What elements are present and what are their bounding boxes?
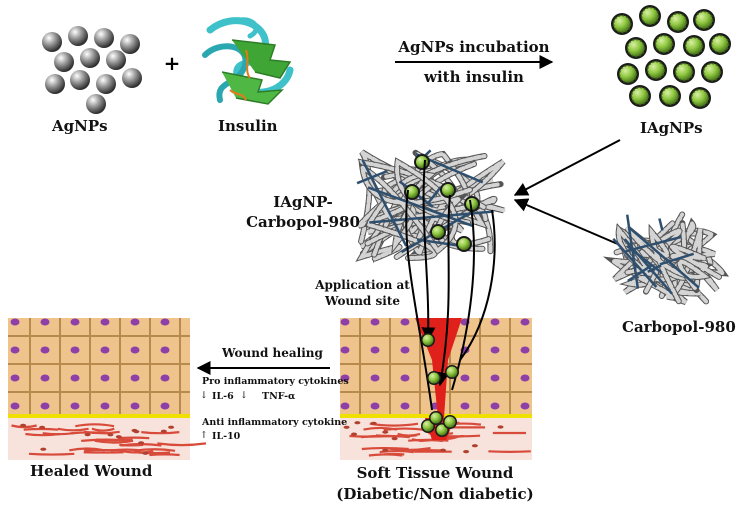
anti-inflammatory-label: Anti inflammatory cytokine [202, 417, 348, 428]
iagnp-particle [611, 13, 633, 35]
application-label-line2: Wound site [324, 294, 400, 308]
iagnp-particle [659, 85, 681, 107]
applied-iagnp-particle [445, 365, 459, 379]
tnf-label: TNF-α [262, 391, 296, 402]
soft-tissue-label-line2: (Diabetic/Non diabetic) [336, 485, 534, 503]
agnp-particle [42, 32, 62, 52]
iagnp-particle [689, 87, 711, 109]
agnp-particle [70, 70, 90, 90]
agnp-particle [54, 52, 74, 72]
agnp-particle [96, 74, 116, 94]
agnps-label: AgNPs [52, 117, 108, 135]
il6-down-arrow: ↓ [200, 390, 208, 401]
agnp-particle [94, 28, 114, 48]
iagnp-particle [667, 11, 689, 33]
soft-tissue-wound-image [340, 318, 532, 460]
iagnp-particle [639, 5, 661, 27]
insulin-protein-icon [202, 17, 294, 105]
tnf-down-arrow: ↓ [240, 390, 248, 401]
agnp-particle [86, 94, 106, 114]
carbopol-label: Carbopol-980 [622, 318, 736, 336]
agnp-particle [106, 50, 126, 70]
healed-wound-image [8, 318, 207, 460]
iagnp-particle [693, 9, 715, 31]
il6-label: IL-6 [212, 391, 234, 402]
gel-label-line2: Carbopol-980 [246, 213, 360, 231]
applied-iagnp-particle [429, 411, 443, 425]
iagnp-particle [625, 37, 647, 59]
il10-label: IL-10 [212, 431, 241, 442]
agnp-particle [68, 26, 88, 46]
incubation-label-line2: with insulin [424, 68, 524, 86]
iagnp-particle [683, 35, 705, 57]
applied-particles [421, 333, 459, 437]
agnp-particle [120, 34, 140, 54]
pro-inflammatory-label: Pro inflammatory cytokines [202, 376, 349, 387]
iagnp-particle [617, 63, 639, 85]
insulin-label: Insulin [218, 117, 278, 135]
iagnps-cluster [611, 5, 731, 109]
wound-healing-label: Wound healing [222, 346, 323, 360]
iagnp-particle [701, 61, 723, 83]
iagnp-particle [629, 85, 651, 107]
iagnp-particle [645, 59, 667, 81]
agnps-cluster [42, 26, 142, 114]
soft-tissue-label-line1: Soft Tissue Wound [356, 464, 514, 482]
applied-iagnp-particle [421, 333, 435, 347]
gel-iagnp-particle [464, 196, 480, 212]
gel-iagnp-particle [414, 154, 430, 170]
arrow-iagnps-to-gel [513, 139, 621, 196]
gel-iagnp-particle [430, 224, 446, 240]
iagnps-label: IAgNPs [640, 119, 703, 137]
application-label-line1: Application at [315, 278, 410, 292]
agnp-particle [122, 68, 142, 88]
plus-sign: + [164, 51, 181, 75]
gel-iagnp-particle [456, 236, 472, 252]
iagnp-particle [709, 33, 731, 55]
iagnp-particle [673, 61, 695, 83]
agnp-particle [80, 48, 100, 68]
applied-iagnp-particle [427, 371, 441, 385]
iagnp-carbopol-gel-icon [355, 149, 506, 264]
il10-up-arrow: ↑ [200, 430, 208, 441]
incubation-label-line1: AgNPs incubation [398, 38, 550, 56]
healed-wound-label: Healed Wound [30, 462, 153, 480]
applied-iagnp-particle [443, 415, 457, 429]
iagnp-particle [653, 33, 675, 55]
carbopol-network-icon [602, 211, 730, 305]
agnp-particle [45, 74, 65, 94]
arrow-carbopol-to-gel [513, 198, 621, 246]
gel-iagnp-particle [440, 182, 456, 198]
gel-label-line1: IAgNP- [273, 193, 333, 211]
